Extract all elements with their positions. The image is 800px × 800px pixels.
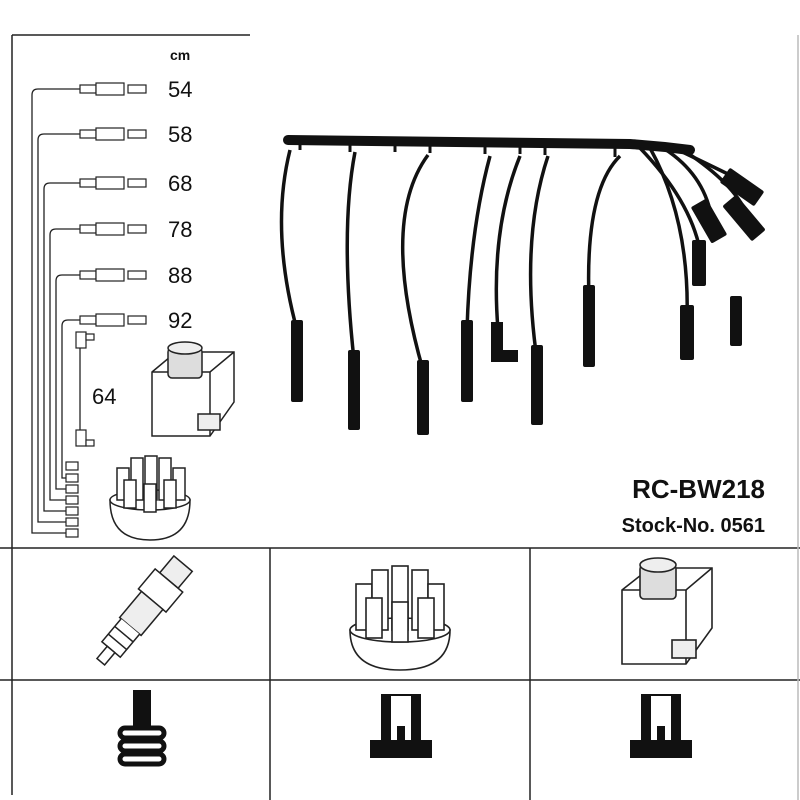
socket-connector-icon (630, 694, 692, 758)
lead-length-label: 58 (168, 122, 192, 147)
ignition-coil-icon (151, 341, 235, 437)
wire-loom (283, 135, 695, 155)
lead-connectors (65, 82, 147, 538)
lead-schematic (31, 88, 81, 534)
lead-88 (79, 268, 147, 282)
lead-54 (79, 82, 147, 96)
lead-68 (79, 176, 147, 190)
ignition-coil-icon (621, 557, 713, 665)
lead-58 (79, 127, 147, 141)
coil-lead-length-label: 64 (92, 384, 116, 409)
lead-92 (79, 313, 147, 327)
bundle-end-terminals (65, 461, 79, 538)
socket-connector-icon (370, 694, 432, 758)
lead-length-label: 88 (168, 263, 192, 288)
lead-length-label: 78 (168, 217, 192, 242)
lead-78 (79, 222, 147, 236)
unit-label: cm (170, 47, 190, 63)
product-code: RC-BW218 (632, 474, 765, 504)
distributor-cap-icon (349, 565, 451, 671)
lead-length-label: 54 (168, 77, 192, 102)
coil-lead (75, 331, 95, 447)
distributor-cap-icon (109, 455, 191, 541)
ignition-harness (279, 135, 765, 435)
spark-plug-icon (95, 554, 194, 666)
frame (0, 34, 800, 800)
stock-number: Stock-No. 0561 (622, 515, 765, 537)
screw-terminal-connector-icon (117, 690, 167, 767)
lead-length-label: 68 (168, 171, 192, 196)
lead-length-label: 92 (168, 308, 192, 333)
